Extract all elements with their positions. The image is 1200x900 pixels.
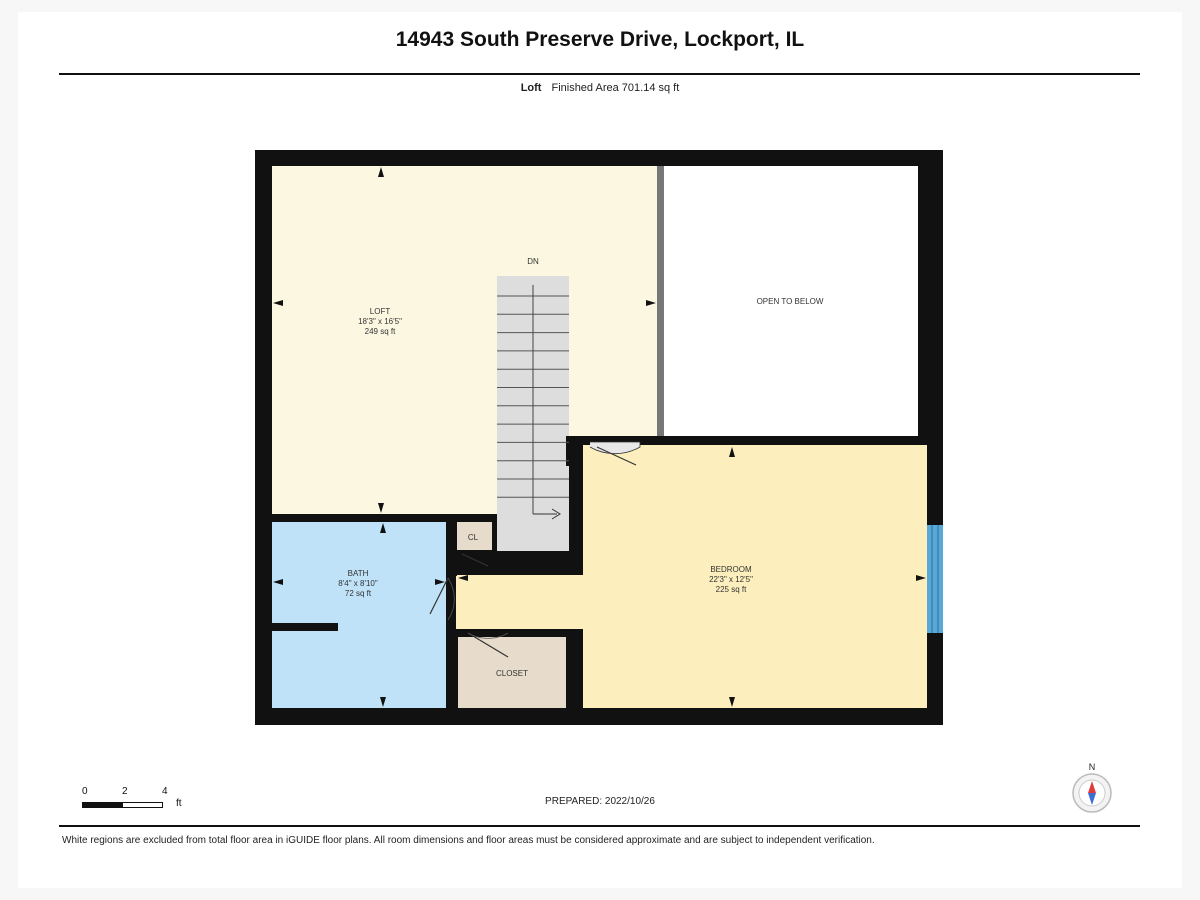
open-area-railing	[657, 166, 664, 436]
bath-east-wall-upper	[446, 514, 457, 576]
bedroom-window	[927, 525, 943, 633]
disclaimer-text: White regions are excluded from total fl…	[62, 835, 875, 846]
stair-east-wall	[569, 466, 583, 556]
finished-area: Finished Area 701.14 sq ft	[551, 82, 680, 94]
bedroom-room	[583, 445, 927, 708]
bath-area: 72 sq ft	[345, 589, 372, 598]
bedroom-dimensions: 22'3" x 12'5"	[709, 575, 753, 584]
closet-room	[458, 637, 566, 708]
closet-label: CLOSET	[496, 669, 528, 678]
compass-north-label: N	[1089, 762, 1096, 772]
property-address: 14943 South Preserve Drive, Lockport, IL	[395, 28, 805, 51]
bath-room	[272, 522, 446, 708]
bedroom-hall	[456, 575, 586, 629]
bedroom-label: BEDROOM	[710, 565, 752, 574]
compass-icon: N	[1072, 762, 1112, 813]
scale-segment-light	[122, 802, 163, 808]
wall-corner	[566, 436, 583, 466]
bedroom-area: 225 sq ft	[716, 585, 747, 594]
bedroom-door	[596, 446, 637, 466]
dimension-markers	[273, 167, 926, 707]
bath-partition	[272, 623, 338, 631]
cl-south-wall	[457, 550, 497, 556]
bath-label: BATH	[348, 569, 369, 578]
level-name: Loft	[520, 82, 542, 94]
cl-door	[461, 553, 489, 567]
closet-door	[467, 632, 509, 658]
scale-tick-0: 0	[82, 786, 88, 797]
bath-east-wall-lower	[446, 629, 457, 708]
footer-divider	[59, 825, 1140, 827]
cl-label: CL	[468, 533, 479, 542]
level-summary: Loft Finished Area 701.14 sq ft	[0, 82, 1200, 94]
scale-tick-2: 2	[122, 786, 128, 797]
open-to-below-label: OPEN TO BELOW	[757, 297, 824, 306]
open-to-below-area	[664, 166, 918, 436]
scale-tick-4: 4	[162, 786, 168, 797]
bath-door	[429, 577, 449, 615]
compass: N	[1069, 760, 1115, 814]
bedroom-north-wall	[566, 436, 927, 445]
closet-east-wall	[566, 629, 577, 708]
bedroom-door-swing	[589, 441, 641, 455]
stairs-direction-label: DN	[527, 257, 539, 266]
closet-north-wall	[457, 629, 577, 637]
bath-dimensions: 8'4" x 8'10"	[338, 579, 378, 588]
loft-area: 249 sq ft	[365, 327, 396, 336]
prepared-date: PREPARED: 2022/10/26	[545, 796, 655, 807]
cl-room	[457, 522, 492, 550]
header-divider	[59, 73, 1140, 75]
scale-bar: 0 2 4 ft	[82, 786, 192, 816]
loft-dimensions: 18'3" x 16'5"	[358, 317, 402, 326]
loft-label: LOFT	[370, 307, 391, 316]
scale-unit: ft	[176, 798, 182, 809]
loft-south-wall	[272, 514, 497, 522]
